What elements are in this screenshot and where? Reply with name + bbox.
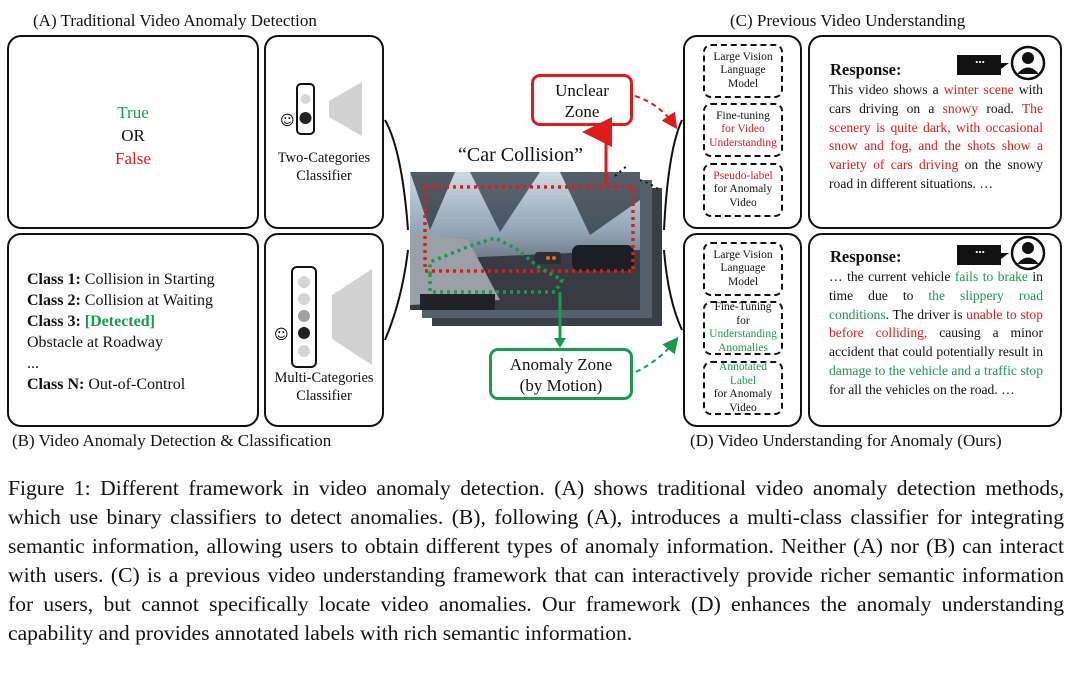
anomaly-region-marker [428, 236, 565, 294]
class-list: Class 1: Collision in Starting Class 2: … [27, 269, 215, 395]
multi-classifier-icon: ☺ [274, 266, 372, 368]
anomaly-zone-label: Anomaly Zone [509, 355, 613, 374]
class-item-detected: Class 3: [Detected] [27, 313, 155, 330]
response-title: Response: [830, 247, 902, 266]
panel-a-classifier-box: ☺ Two-Categories Classifier [264, 35, 384, 229]
classifier-label: Classifier [296, 388, 352, 404]
false-label: False [115, 149, 151, 168]
class-item: Class N: Out-of-Control [27, 376, 186, 393]
figure-caption: Figure 1: Different framework in video a… [8, 474, 1064, 648]
unclear-zone-label: Unclear [555, 81, 609, 100]
panel-c-title: (C) Previous Video Understanding [730, 11, 966, 30]
response-text: … the current vehicle fails to brake in … [829, 269, 1043, 397]
user-avatar-icon [1010, 45, 1046, 81]
panel-d-title: (D) Video Understanding for Anomaly (Our… [690, 431, 1002, 450]
class-item-ellipsis: ... [27, 355, 39, 372]
panel-a-title: (A) Traditional Video Anomaly Detection [33, 11, 317, 30]
connector-lines [384, 95, 683, 373]
unclear-zone-box: Unclear Zone [531, 74, 633, 126]
class-item: Class 2: Collision at Waiting [27, 292, 213, 309]
unclear-zone-label: Zone [564, 102, 600, 121]
true-label: True [117, 103, 149, 122]
panel-b-output-box: Class 1: Collision in Starting Class 2: … [7, 233, 259, 427]
anomaly-zone-box: Anomaly Zone (by Motion) [489, 348, 633, 400]
response-text: This video shows a winter scene with car… [829, 82, 1043, 191]
video-frame [410, 172, 640, 310]
anomaly-zone-sublabel: (by Motion) [519, 376, 603, 395]
caption-text: Figure 1: Different framework in video a… [8, 476, 1064, 645]
binary-classifier-icon: ☺ [280, 82, 362, 136]
panel-a-output-box: True OR False [7, 35, 259, 229]
class-item: Class 1: Collision in Starting [27, 271, 215, 288]
chat-bubble-text: ... [975, 51, 985, 66]
class-item: Obstacle at Roadway [27, 334, 163, 351]
chat-bubble-text: ... [975, 241, 985, 256]
multi-categories-label: Multi-Categories [274, 370, 374, 386]
svg-text:☺: ☺ [280, 113, 295, 129]
or-label: OR [121, 126, 145, 145]
panel-b-title: (B) Video Anomaly Detection & Classifica… [12, 431, 332, 450]
classifier-label: Classifier [296, 168, 352, 184]
chat-bubble-icon [957, 55, 1009, 75]
panel-d-response-box: Response: ... … the current vehicle fail… [808, 233, 1062, 427]
panel-b-classifier-box: ☺ Multi-Categories Classifier [264, 233, 384, 427]
user-avatar-icon [1010, 235, 1046, 271]
svg-text:☺: ☺ [274, 327, 289, 343]
unclear-region-marker [423, 185, 635, 273]
car-collision-quote: “Car Collision” [458, 144, 583, 166]
response-title: Response: [830, 60, 902, 79]
chat-bubble-icon [957, 245, 1009, 265]
panel-c-response-box: Response: ... This video shows a winter … [808, 35, 1062, 229]
two-categories-label: Two-Categories [277, 150, 371, 166]
